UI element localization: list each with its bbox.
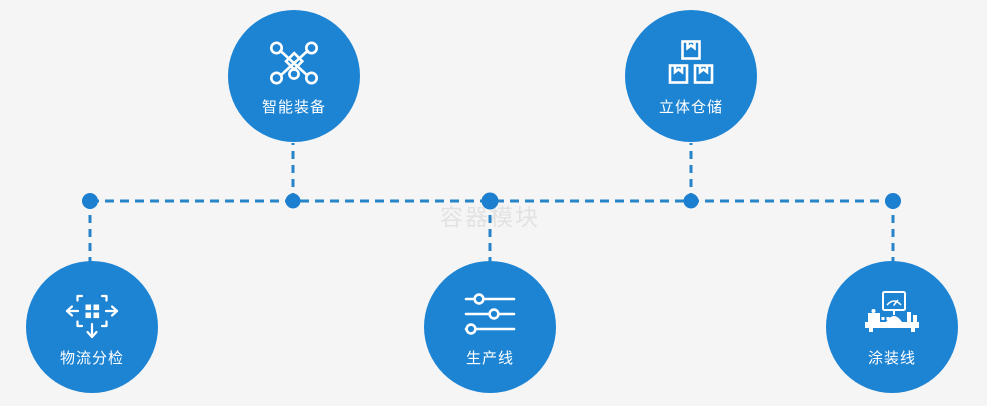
node-label-smart-equipment: 智能装备: [261, 98, 326, 116]
junction-dot-left: [82, 193, 98, 209]
sliders-icon: [461, 287, 519, 341]
junction-dot-warehouse: [683, 193, 699, 209]
node-label-warehouse: 立体仓储: [658, 98, 723, 116]
node-production-line[interactable]: 生产线: [424, 261, 556, 393]
node-smart-equipment[interactable]: 智能装备: [228, 10, 360, 142]
coating-machine-icon: [863, 287, 921, 341]
junction-dot-smart: [285, 193, 301, 209]
node-label-production-line: 生产线: [465, 349, 514, 367]
node-label-sorting: 物流分检: [59, 349, 124, 367]
node-coating-line[interactable]: 涂装线: [826, 261, 958, 393]
network-nodes-icon: [265, 36, 323, 90]
sorting-arrows-icon: [63, 287, 121, 341]
stacked-boxes-icon: [662, 36, 720, 90]
node-label-coating-line: 涂装线: [867, 349, 916, 367]
node-warehouse[interactable]: 立体仓储: [625, 10, 757, 142]
junction-dot-production: [481, 192, 499, 210]
junction-dot-right: [885, 193, 901, 209]
node-sorting[interactable]: 物流分检: [26, 261, 158, 393]
